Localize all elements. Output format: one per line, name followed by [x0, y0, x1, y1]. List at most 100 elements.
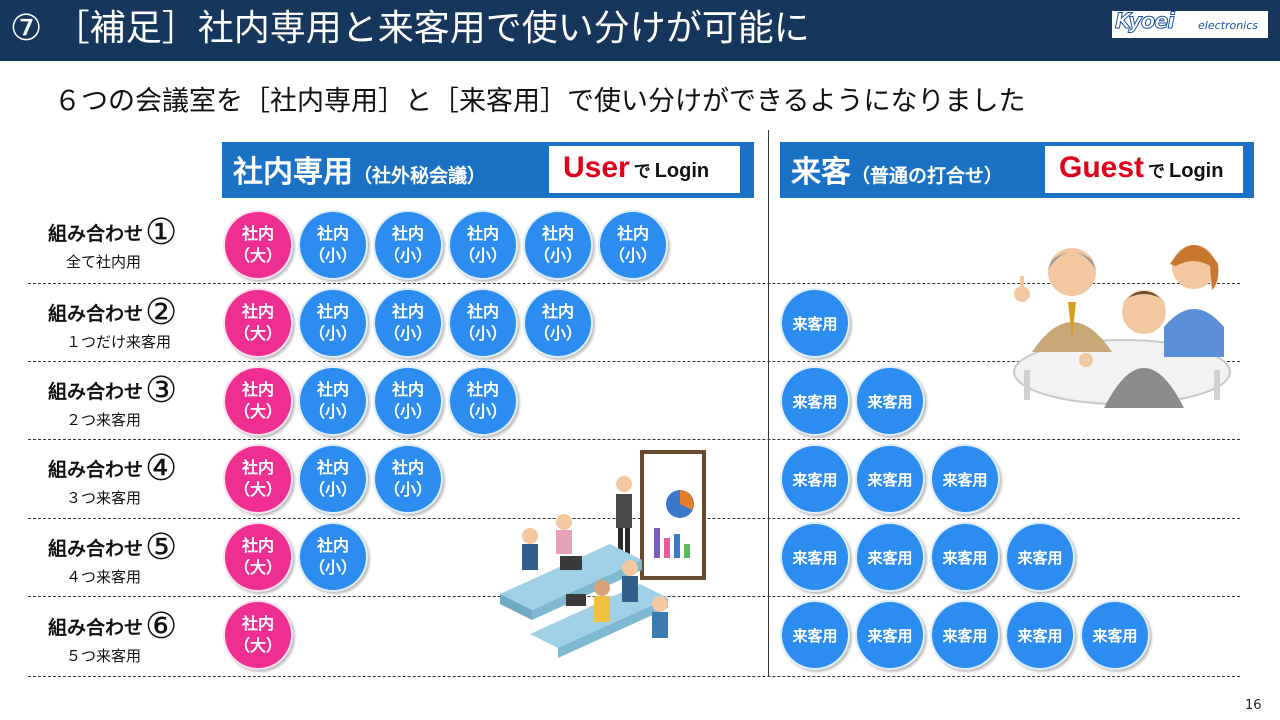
room-label-line2: （小）	[383, 402, 432, 421]
room-label-line1: 社内	[391, 458, 424, 477]
room-label-line2: （大）	[233, 480, 282, 499]
room-label-line1: 社内	[541, 224, 574, 243]
combination-title: 組み合わせ	[48, 538, 144, 560]
room-internal-small: 社内（小）	[448, 366, 518, 436]
room-guest: 来客用	[1080, 600, 1150, 670]
combination-title: 組み合わせ	[48, 223, 144, 245]
combination-description: 全て社内用	[66, 253, 142, 271]
row-separator	[28, 518, 1240, 519]
combination-number: ①	[145, 212, 178, 253]
row-label-5: 組み合わせ⑤ ４つ来客用	[48, 527, 208, 587]
room-internal-small: 社内（小）	[298, 366, 368, 436]
room-label-line1: 社内	[316, 224, 349, 243]
combination-number: ②	[145, 292, 178, 333]
room-label-line1: 社内	[316, 458, 349, 477]
combination-description: ５つ来客用	[66, 647, 142, 665]
room-guest: 来客用	[855, 522, 925, 592]
room-label-line2: （大）	[233, 324, 282, 343]
room-internal-small: 社内 （小）	[373, 444, 443, 514]
room-label-line1: 社内	[241, 380, 274, 399]
room-label-line1: 社内	[541, 302, 574, 321]
room-label-line2: （小）	[383, 324, 432, 343]
combination-title: 組み合わせ	[48, 303, 144, 325]
meeting-people-illustration	[1013, 245, 1231, 408]
combination-description: ３つ来客用	[66, 489, 142, 507]
room-label-line1: 社内	[241, 458, 274, 477]
room-label-line1: 社内	[316, 302, 349, 321]
login-word: Login	[1169, 160, 1224, 182]
row-separator	[28, 676, 1240, 677]
room-internal-small: 社内 （小）	[598, 210, 668, 280]
room-label-line1: 社内	[316, 380, 349, 399]
combination-description: ４つ来客用	[66, 568, 142, 586]
slide-title: ⑦ ［補足］社内専用と来客用で使い分けが可能に	[10, 8, 810, 49]
guest-header-title: 来客（普通の打合せ）	[791, 147, 1003, 191]
room-guest: 来客用	[780, 288, 850, 358]
row-label-1: 組み合わせ① 全て社内用	[48, 212, 208, 272]
room-label-line1: 社内	[466, 302, 499, 321]
room-internal-small: 社内（小）	[448, 288, 518, 358]
room-label-line2: （小）	[308, 246, 357, 265]
room-guest: 来客用	[780, 522, 850, 592]
room-internal-large: 社内（大）	[223, 600, 293, 670]
room-label-line1: 社内	[466, 224, 499, 243]
room-internal-large: 社内（大）	[223, 522, 293, 592]
room-guest: 来客用	[780, 600, 850, 670]
login-de: で	[1148, 162, 1166, 181]
room-label-line1: 社内	[391, 224, 424, 243]
room-label-line1: 社内	[241, 302, 274, 321]
room-label-line2: （小）	[533, 324, 582, 343]
logo-subtext: electronics	[1198, 19, 1259, 32]
room-internal-small: 社内（小）	[298, 444, 368, 514]
page-number: 16	[1245, 698, 1262, 713]
combination-number: ③	[145, 370, 178, 411]
room-label-line1: 社内	[616, 224, 649, 243]
room-label-line2: （小）	[458, 246, 507, 265]
room-label-line2: （小）	[308, 324, 357, 343]
row-separator	[28, 439, 1240, 440]
room-guest: 来客用	[1005, 522, 1075, 592]
combination-number: ④	[145, 448, 178, 489]
user-keyword: User	[563, 151, 630, 184]
guest-label: 来客	[791, 155, 851, 190]
room-label-line1: 社内	[466, 380, 499, 399]
room-label-line2: （小）	[383, 480, 432, 499]
combination-description: ２つ来客用	[66, 411, 142, 429]
slide-subtitle: ６つの会議室を［社内専用］と［来客用］で使い分けができるようになりました	[54, 86, 1026, 117]
room-label-line2: （小）	[608, 246, 657, 265]
column-divider	[768, 130, 769, 676]
combination-title: 組み合わせ	[48, 617, 144, 639]
room-label-line1: 社内	[316, 536, 349, 555]
room-guest: 来客用	[780, 444, 850, 514]
room-guest: 来客用	[855, 444, 925, 514]
room-internal-large: 社内（大）	[223, 210, 293, 280]
room-label-line1: 社内	[391, 302, 424, 321]
room-label-line2: （小）	[308, 558, 357, 577]
room-guest: 来客用	[930, 600, 1000, 670]
room-label-line1: 社内	[241, 536, 274, 555]
room-internal-small: 社内（小）	[373, 366, 443, 436]
internal-sublabel: （社外秘会議）	[353, 165, 487, 187]
room-internal-small: 社内 （小）	[373, 288, 443, 358]
login-word: Login	[654, 160, 710, 182]
room-label-line2: （大）	[233, 636, 282, 655]
room-guest: 来客用	[1005, 600, 1075, 670]
room-label-line2: （大）	[233, 402, 282, 421]
combination-description: １つだけ来客用	[66, 333, 172, 351]
office-meeting-illustration	[500, 450, 706, 658]
room-internal-small: 社内 （小）	[298, 288, 368, 358]
row-label-2: 組み合わせ② １つだけ来客用	[48, 292, 208, 352]
room-label-line2: （小）	[533, 246, 582, 265]
room-guest: 来客用	[780, 366, 850, 436]
internal-header-title: 社内専用（社外秘会議）	[233, 147, 486, 191]
room-label-line2: （大）	[233, 246, 282, 265]
room-internal-small: 社内（小）	[373, 210, 443, 280]
row-label-3: 組み合わせ③ ２つ来客用	[48, 370, 208, 430]
room-guest: 来客用	[930, 444, 1000, 514]
row-label-6: 組み合わせ⑥ ５つ来客用	[48, 606, 208, 666]
